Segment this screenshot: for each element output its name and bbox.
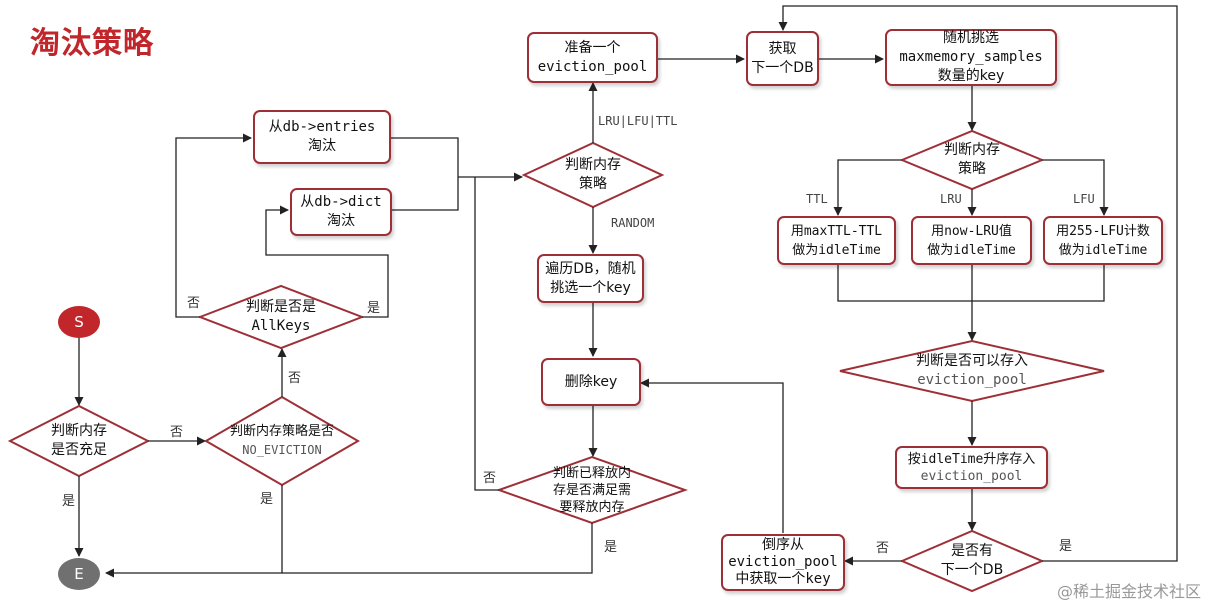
policy-right-text: 判断内存 策略 xyxy=(902,131,1042,189)
can-store-line-2: eviction_pool xyxy=(917,372,1027,388)
edge-label-noevict-yes: 是 xyxy=(260,492,274,507)
traverse-random-box: 遍历DB，随机 挑选一个key xyxy=(537,254,644,303)
has-next-db-line-1: 是否有 xyxy=(951,543,993,559)
reverse-get-key-box: 倒序从 eviction_pool 中获取一个key xyxy=(721,534,845,591)
can-store-line-1: 判断是否可以存入 xyxy=(916,353,1028,369)
edge-label-lfu: LFU xyxy=(1073,192,1095,206)
edge-label-next-yes: 是 xyxy=(1059,539,1073,554)
policy-right-line-2: 策略 xyxy=(958,161,986,177)
from-entries-line-2: 淘汰 xyxy=(308,138,336,154)
released-line-1: 判断已释放内 xyxy=(552,465,631,481)
policy-mid-diamond xyxy=(521,141,665,209)
edge-label-lru-lfu-ttl: LRU|LFU|TTL xyxy=(598,114,678,128)
end-node: E xyxy=(58,558,100,590)
edge-label-allkeys-no: 否 xyxy=(187,296,201,311)
sort-store-line-1: 按idleTime升序存入 xyxy=(907,451,1036,467)
no-eviction-diamond xyxy=(204,395,360,487)
ttl-idle-box: 用maxTTL-TTL 做为idleTime xyxy=(777,216,896,265)
no-eviction-line-2: NO_EVICTION xyxy=(242,443,322,457)
sort-store-line-2: eviction_pool xyxy=(920,468,1023,484)
random-samples-line-2: maxmemory_samples xyxy=(899,49,1043,65)
lru-idle-line-1: 用now-LRU值 xyxy=(931,223,1012,239)
random-samples-line-3: 数量的key xyxy=(937,68,1005,84)
delete-key-label: 删除key xyxy=(564,373,618,390)
delete-key-box: 删除key xyxy=(541,358,641,406)
policy-mid-line-1: 判断内存 xyxy=(565,157,621,173)
allkeys-line-1: 判断是否是 xyxy=(246,299,316,315)
end-label: E xyxy=(74,565,84,583)
policy-mid-line-2: 策略 xyxy=(579,176,607,192)
edge-label-allkeys-yes: 是 xyxy=(367,301,381,316)
policy-mid-text: 判断内存 策略 xyxy=(524,143,662,207)
random-samples-box: 随机挑选 maxmemory_samples 数量的key xyxy=(885,29,1057,86)
reverse-get-line-1: 倒序从 xyxy=(762,537,804,553)
reverse-get-line-3: 中获取一个key xyxy=(735,571,831,587)
sort-store-pool-box: 按idleTime升序存入 eviction_pool xyxy=(895,446,1048,489)
prepare-pool-line-2: eviction_pool xyxy=(537,58,648,75)
edge-label-lru: LRU xyxy=(940,192,962,206)
allkeys-text: 判断是否是 AllKeys xyxy=(200,286,362,348)
prepare-pool-line-1: 准备一个 xyxy=(564,39,621,56)
lfu-idle-line-2: 做为idleTime xyxy=(1058,242,1148,258)
ttl-idle-line-2: 做为idleTime xyxy=(792,242,881,258)
lfu-idle-box: 用255-LFU计数 做为idleTime xyxy=(1043,216,1163,265)
edge-label-random: RANDOM xyxy=(611,216,655,230)
can-store-diamond xyxy=(839,339,1105,403)
mem-enough-text: 判断内存 是否充足 xyxy=(10,406,148,476)
edge-label-ttl: TTL xyxy=(806,192,828,206)
page-title: 淘汰策略 xyxy=(30,26,154,61)
no-eviction-line-1: 判断内存策略是否 xyxy=(229,424,334,439)
no-eviction-text: 判断内存策略是否 NO_EVICTION xyxy=(206,397,358,485)
get-next-db-box: 获取 下一个DB xyxy=(746,31,819,86)
from-dict-line-1: 从db->dict xyxy=(300,194,382,210)
released-text: 判断已释放内 存是否满足需 要释放内存 xyxy=(499,457,685,523)
released-line-3: 要释放内存 xyxy=(559,499,625,515)
get-next-db-line-2: 下一个DB xyxy=(751,59,814,76)
prepare-pool-box: 准备一个 eviction_pool xyxy=(527,32,658,83)
start-node: S xyxy=(58,306,100,338)
lru-idle-box: 用now-LRU值 做为idleTime xyxy=(911,216,1032,265)
edge-label-noevict-no: 否 xyxy=(288,371,302,386)
released-line-2: 存是否满足需 xyxy=(552,482,631,498)
from-dict-line-2: 淘汰 xyxy=(327,213,355,229)
can-store-text: 判断是否可以存入 eviction_pool xyxy=(840,341,1104,401)
edge-label-next-no: 否 xyxy=(876,541,890,556)
ttl-idle-line-1: 用maxTTL-TTL xyxy=(790,223,883,239)
lfu-idle-line-1: 用255-LFU计数 xyxy=(1056,223,1150,239)
has-next-db-line-2: 下一个DB xyxy=(940,562,1004,578)
mem-enough-line-2: 是否充足 xyxy=(51,442,107,458)
allkeys-line-2: AllKeys xyxy=(251,318,311,334)
traverse-line-2: 挑选一个key xyxy=(550,279,631,296)
edge-label-released-yes: 是 xyxy=(604,540,618,555)
from-entries-box: 从db->entries 淘汰 xyxy=(253,110,391,164)
from-entries-line-1: 从db->entries xyxy=(268,119,376,135)
start-label: S xyxy=(74,313,84,331)
policy-right-line-1: 判断内存 xyxy=(944,142,1000,158)
edge-label-released-no: 否 xyxy=(483,471,497,486)
lru-idle-line-2: 做为idleTime xyxy=(927,242,1016,258)
released-diamond xyxy=(496,455,688,525)
edge-label-mem-no: 否 xyxy=(170,425,184,440)
random-samples-line-1: 随机挑选 xyxy=(943,30,999,46)
reverse-get-line-2: eviction_pool xyxy=(728,554,838,570)
has-next-db-text: 是否有 下一个DB xyxy=(902,531,1042,591)
edge-label-mem-yes: 是 xyxy=(62,494,76,509)
traverse-line-1: 遍历DB，随机 xyxy=(545,260,636,277)
from-dict-box: 从db->dict 淘汰 xyxy=(290,188,392,236)
watermark: @稀土掘金技术社区 xyxy=(1056,582,1201,601)
mem-enough-line-1: 判断内存 xyxy=(51,423,107,439)
get-next-db-line-1: 获取 xyxy=(768,40,797,57)
